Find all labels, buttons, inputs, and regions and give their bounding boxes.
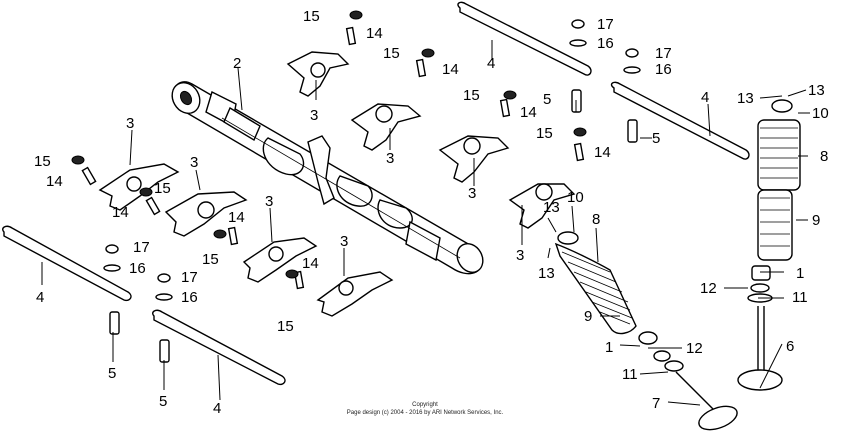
copyright-line-1: Copyright	[412, 402, 438, 408]
callout-2: 2	[233, 55, 241, 72]
rocker-arm-4	[508, 183, 576, 229]
callout-4-c: 4	[36, 289, 44, 306]
callout-13-d: 13	[538, 265, 555, 282]
callout-3-d: 3	[516, 247, 524, 264]
rocker-shaft-right	[610, 81, 750, 160]
callout-6: 6	[786, 338, 794, 355]
callout-13-a: 13	[808, 82, 825, 99]
callout-14-g: 14	[228, 209, 245, 226]
callout-9-left: 9	[584, 308, 592, 325]
lock-nuts	[71, 10, 587, 279]
callout-15-d: 15	[536, 125, 553, 142]
callout-10-left: 10	[567, 189, 584, 206]
callout-16-a: 16	[597, 35, 614, 52]
callout-10-right: 10	[812, 105, 829, 122]
copyright-line-2: Page design (c) 2004 - 2016 by ARI Netwo…	[347, 410, 504, 416]
rocker-shaft-top	[457, 1, 592, 76]
callout-14-f: 14	[112, 204, 129, 221]
callout-5-c: 5	[108, 365, 116, 382]
callout-3-f: 3	[190, 154, 198, 171]
callout-15-h: 15	[277, 318, 294, 335]
callout-15-g: 15	[202, 251, 219, 268]
callout-17-b: 17	[655, 45, 672, 62]
valve-assembly-left	[554, 231, 738, 431]
camshaft	[171, 81, 484, 275]
callout-4-b: 4	[701, 89, 709, 106]
rocker-arm-7	[242, 237, 318, 283]
callout-14-d: 14	[594, 144, 611, 161]
callout-5-d: 5	[159, 393, 167, 410]
valve-assembly-right	[737, 99, 801, 391]
callout-13-b: 13	[737, 90, 754, 107]
callout-1-right: 1	[796, 265, 804, 282]
callout-16-c: 16	[129, 260, 146, 277]
leader-lines	[41, 40, 810, 406]
rocker-arm-8	[316, 271, 394, 317]
callout-3-e: 3	[126, 115, 134, 132]
callout-11-left: 11	[622, 366, 638, 383]
callout-15-b: 15	[383, 45, 400, 62]
callout-3-c: 3	[468, 185, 476, 202]
callout-15-c: 15	[463, 87, 480, 104]
callout-3-b: 3	[386, 150, 394, 167]
callout-16-d: 16	[181, 289, 198, 306]
rocker-shaft-left	[2, 225, 132, 302]
callout-14-c: 14	[520, 104, 537, 121]
rocker-arm-2	[350, 103, 422, 151]
callout-9-right: 9	[812, 212, 820, 229]
callout-5-a: 5	[543, 91, 551, 108]
callout-3-a: 3	[310, 107, 318, 124]
rocker-shaft-bottom	[152, 309, 286, 386]
callout-7: 7	[652, 395, 660, 412]
rocker-arm-1	[286, 51, 350, 97]
rocker-arm-5	[98, 163, 180, 211]
callout-12-left: 12	[686, 340, 703, 357]
callout-14-a: 14	[366, 25, 383, 42]
callout-11-right: 11	[792, 289, 808, 306]
callout-1-left: 1	[605, 339, 613, 356]
callout-13-c: 13	[543, 199, 560, 216]
callout-17-c: 17	[133, 239, 150, 256]
callout-8-left: 8	[592, 211, 600, 228]
callout-labels: 1 1 2 3 3 3 3 3 3 3 3 4 4 4 4 5 5 5 5 6 …	[34, 8, 829, 417]
callout-3-g: 3	[265, 193, 273, 210]
adjusting-screws	[81, 26, 585, 290]
callout-12-right: 12	[700, 280, 717, 297]
callout-17-d: 17	[181, 269, 198, 286]
callout-16-b: 16	[655, 61, 672, 78]
callout-5-b: 5	[652, 130, 660, 147]
callout-4-d: 4	[213, 400, 221, 417]
callout-4-a: 4	[487, 55, 495, 72]
callout-14-h: 14	[302, 255, 319, 272]
callout-3-h: 3	[340, 233, 348, 250]
rocker-arm-6	[164, 191, 248, 237]
callout-15-e: 15	[34, 153, 51, 170]
callout-14-e: 14	[46, 173, 63, 190]
callout-15-f: 15	[154, 180, 171, 197]
copyright-notice: Copyright Page design (c) 2004 - 2016 by…	[347, 402, 504, 416]
cap-nuts-and-washers	[103, 19, 641, 301]
callout-8-right: 8	[820, 148, 828, 165]
callout-14-b: 14	[442, 61, 459, 78]
callout-15-a: 15	[303, 8, 320, 25]
callout-17-a: 17	[597, 16, 614, 33]
